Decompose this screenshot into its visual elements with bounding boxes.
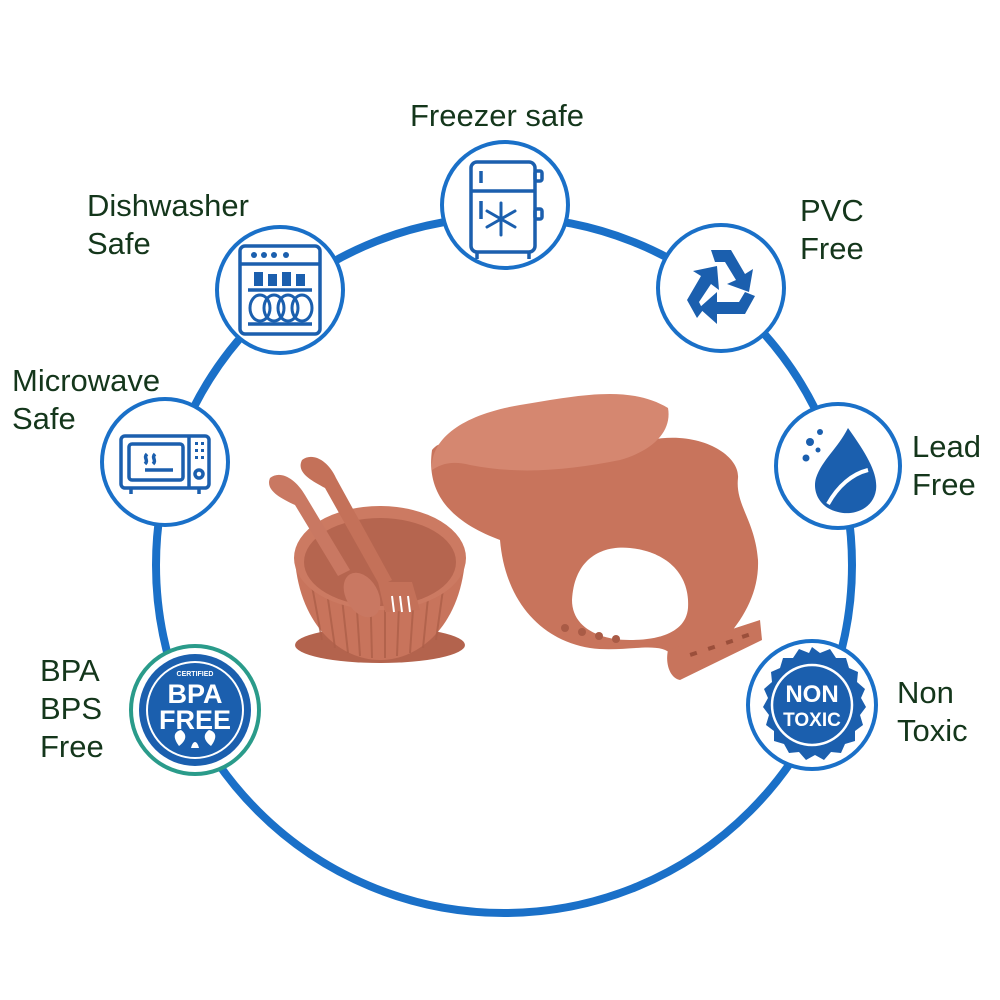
freezer-label: Freezer safe	[410, 97, 584, 135]
bpa-badge-line3: FREE	[159, 705, 231, 735]
bpa-free-label-line3: Free	[40, 729, 104, 764]
lead-free-label: Lead Free	[912, 428, 981, 504]
lead-free-label-line2: Free	[912, 467, 976, 502]
bowl-image	[294, 506, 466, 663]
microwave-label: Microwave Safe	[12, 362, 160, 438]
non-toxic-badge-line1: NON	[785, 681, 838, 708]
recycle-icon	[656, 223, 786, 353]
microwave-label-line1: Microwave	[12, 363, 161, 398]
dishwasher-label: Dishwasher Safe	[87, 187, 249, 263]
bpa-badge-line2: BPA	[167, 679, 222, 709]
microwave-label-line2: Safe	[12, 401, 76, 436]
bpa-badge-line1: CERTIFIED	[177, 671, 214, 678]
water-leaf-icon	[774, 402, 902, 530]
pvc-free-label-line2: Free	[800, 231, 864, 266]
bpa-free-label-line1: BPA	[40, 653, 100, 688]
dishwasher-label-line2: Safe	[87, 226, 151, 261]
non-toxic-badge-text: NON TOXIC	[783, 681, 841, 731]
product-group	[269, 393, 762, 680]
non-toxic-label-line2: Toxic	[897, 713, 968, 748]
non-toxic-label: Non Toxic	[897, 674, 968, 750]
bib-image	[431, 393, 762, 680]
freezer-label-line1: Freezer safe	[410, 98, 585, 133]
bpa-free-label: BPA BPS Free	[40, 652, 104, 766]
freezer-icon	[440, 140, 570, 270]
lead-free-label-line1: Lead	[912, 429, 981, 464]
bpa-free-badge-icon	[129, 644, 261, 776]
bpa-free-label-line2: BPS	[40, 691, 103, 726]
pvc-free-label-line1: PVC	[800, 193, 864, 228]
pvc-free-label: PVC Free	[800, 192, 864, 268]
dishwasher-label-line1: Dishwasher	[87, 188, 249, 223]
spoon-image	[269, 474, 381, 618]
microwave-icon	[100, 397, 230, 527]
non-toxic-label-line1: Non	[897, 675, 954, 710]
non-toxic-badge-line2: TOXIC	[783, 710, 841, 731]
fork-image	[300, 456, 420, 613]
non-toxic-badge-icon	[746, 639, 878, 771]
bpa-badge-text: CERTIFIED BPA FREE	[159, 671, 231, 735]
dishwasher-icon	[215, 225, 345, 355]
